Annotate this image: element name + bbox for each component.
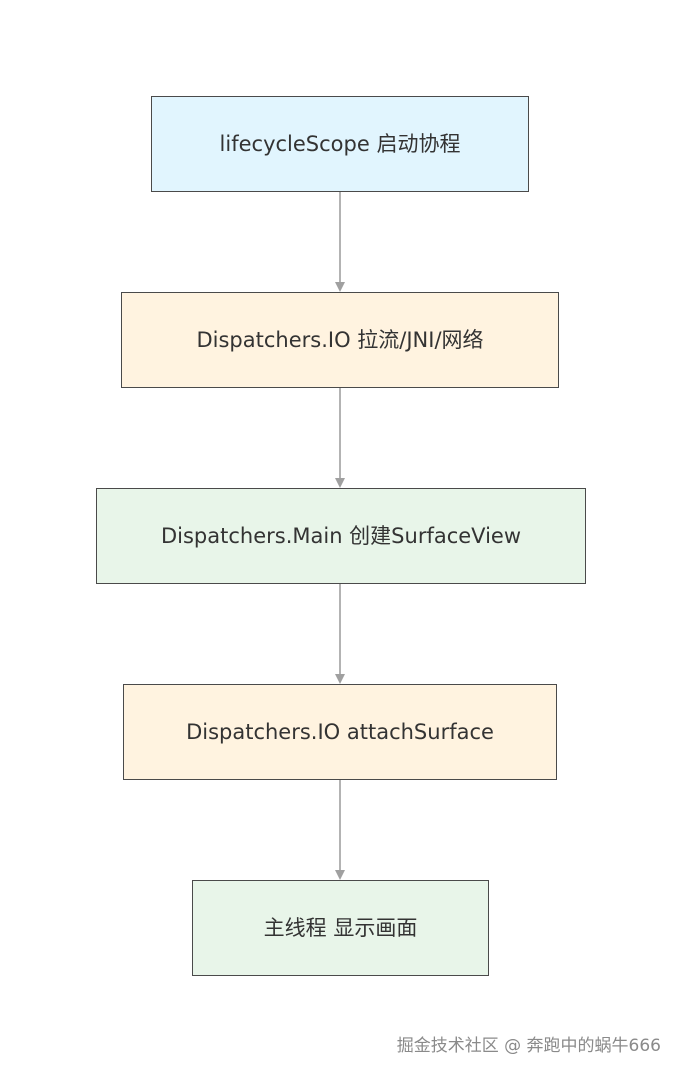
node-lifecycle-scope: lifecycleScope 启动协程 <box>151 96 529 192</box>
node-main-thread-display: 主线程 显示画面 <box>192 880 489 976</box>
node-label: Dispatchers.IO 拉流/JNI/网络 <box>196 327 484 352</box>
node-label: Dispatchers.IO attachSurface <box>186 719 494 744</box>
node-label: lifecycleScope 启动协程 <box>219 131 461 156</box>
node-dispatchers-main-surfaceview: Dispatchers.Main 创建SurfaceView <box>96 488 586 584</box>
node-label: 主线程 显示画面 <box>263 915 418 940</box>
node-dispatchers-io-attach: Dispatchers.IO attachSurface <box>123 684 557 780</box>
node-dispatchers-io-stream: Dispatchers.IO 拉流/JNI/网络 <box>121 292 559 388</box>
node-label: Dispatchers.Main 创建SurfaceView <box>160 523 522 548</box>
watermark: 掘金技术社区 @ 奔跑中的蜗牛666 <box>396 1036 661 1056</box>
